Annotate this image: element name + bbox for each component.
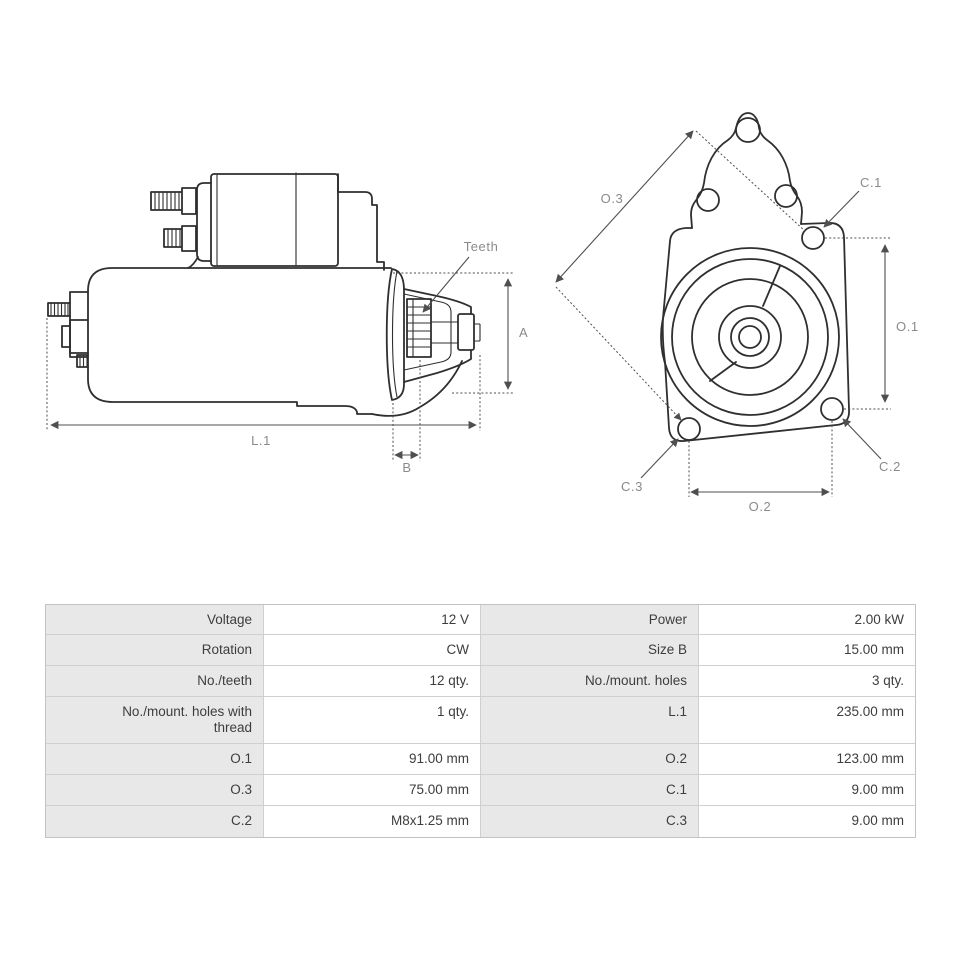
hub-circle	[718, 305, 782, 369]
dim-c1-label: C.1	[860, 175, 882, 190]
spec-value-cell: 12 V	[264, 605, 481, 635]
solenoid-cylinder	[210, 173, 339, 267]
section-line	[709, 265, 781, 382]
spec-label-cell: C.1	[481, 775, 699, 806]
technical-drawing: A L.1 B Teeth	[46, 112, 919, 514]
dim-a-label: A	[519, 325, 528, 340]
spec-value-cell: 3 qty.	[699, 666, 915, 697]
spec-label-cell: Power	[481, 605, 699, 635]
spec-label-cell: Size B	[481, 635, 699, 666]
solenoid-stud-2	[163, 225, 197, 252]
face-circle-outer	[660, 247, 840, 427]
dim-o3-extension-c1	[695, 130, 806, 232]
c1-leader-line	[823, 190, 860, 228]
dim-o3-line	[555, 130, 694, 283]
spec-value-cell: 2.00 kW	[699, 605, 915, 635]
hub-ring	[730, 317, 770, 357]
c3-leader-line	[640, 438, 679, 479]
spec-value-cell: 1 qty.	[264, 697, 481, 744]
specs-table: Voltage 12 V Power 2.00 kW Rotation CW S…	[45, 604, 916, 838]
solenoid-end-cap	[196, 182, 212, 262]
gear-pocket	[403, 293, 452, 371]
bell-right-hole	[774, 184, 798, 208]
bell-left-hole	[696, 188, 720, 212]
dim-o3-label: O.3	[601, 191, 624, 206]
teeth-label: Teeth	[464, 239, 499, 254]
dim-c2-label: C.2	[879, 459, 901, 474]
terminal-stud	[47, 302, 71, 317]
pinion-gear	[406, 298, 432, 358]
spec-value-cell: M8x1.25 mm	[264, 806, 481, 837]
terminal-nut	[61, 319, 89, 354]
mount-hole-c2	[820, 397, 844, 421]
spec-label-cell: O.1	[46, 744, 264, 775]
spec-value-cell: 12 qty.	[264, 666, 481, 697]
spec-label-cell: O.2	[481, 744, 699, 775]
drive-bracket	[337, 173, 385, 271]
teeth-leader-line	[422, 256, 470, 313]
spec-label-cell: O.3	[46, 775, 264, 806]
drive-flange-seam	[391, 270, 398, 398]
spec-label-cell: C.3	[481, 806, 699, 837]
terminal-stud-threads	[50, 303, 69, 316]
solenoid-stud-1-threads	[154, 192, 180, 210]
spec-label-cell: Rotation	[46, 635, 264, 666]
front-view-drawing: O.3 C.1 O.1 C.2 C.3 O.2	[555, 112, 919, 514]
drive-flange	[385, 268, 405, 401]
solenoid-foot	[187, 256, 199, 269]
spec-value-cell: CW	[264, 635, 481, 666]
spec-value-cell: 15.00 mm	[699, 635, 915, 666]
shaft-spline	[457, 313, 475, 351]
solenoid-seam	[216, 172, 297, 266]
spec-label-cell: No./teeth	[46, 666, 264, 697]
spec-value-cell: 9.00 mm	[699, 806, 915, 837]
terminal-block	[69, 291, 89, 358]
spec-label-cell: Voltage	[46, 605, 264, 635]
shaft	[431, 321, 458, 344]
mount-hole-c3	[677, 417, 701, 441]
mount-hole-c1	[801, 226, 825, 250]
solenoid-stud-2-threads	[167, 229, 181, 247]
solenoid-stud-1	[150, 187, 197, 215]
spec-label-cell: No./mount. holes with thread	[46, 697, 264, 744]
shaft-bore	[738, 325, 762, 349]
dim-o2-label: O.2	[749, 499, 772, 514]
spec-value-cell: 9.00 mm	[699, 775, 915, 806]
pinion-gear-teeth	[407, 299, 431, 357]
face-circle-2	[671, 258, 829, 416]
spec-label-cell: C.2	[46, 806, 264, 837]
spec-value-cell: 235.00 mm	[699, 697, 915, 744]
dim-c3-label: C.3	[621, 479, 643, 494]
c2-leader-line	[842, 418, 882, 460]
bell-top-hole	[735, 117, 761, 143]
side-view-drawing: A L.1 B Teeth	[46, 172, 528, 475]
dim-o3-extension-c3	[555, 286, 682, 421]
face-circle-3	[691, 278, 809, 396]
spec-value-cell: 123.00 mm	[699, 744, 915, 775]
dim-l1-label: L.1	[251, 433, 271, 448]
spec-label-cell: L.1	[481, 697, 699, 744]
spec-value-cell: 75.00 mm	[264, 775, 481, 806]
shaft-tip	[474, 323, 481, 342]
dim-b-label: B	[402, 460, 411, 475]
spec-label-cell: No./mount. holes	[481, 666, 699, 697]
terminal-stud-lower-threads	[79, 355, 88, 367]
dim-o1-label: O.1	[896, 319, 919, 334]
spec-value-cell: 91.00 mm	[264, 744, 481, 775]
motor-body	[87, 267, 392, 415]
terminal-stud-lower	[76, 354, 89, 368]
